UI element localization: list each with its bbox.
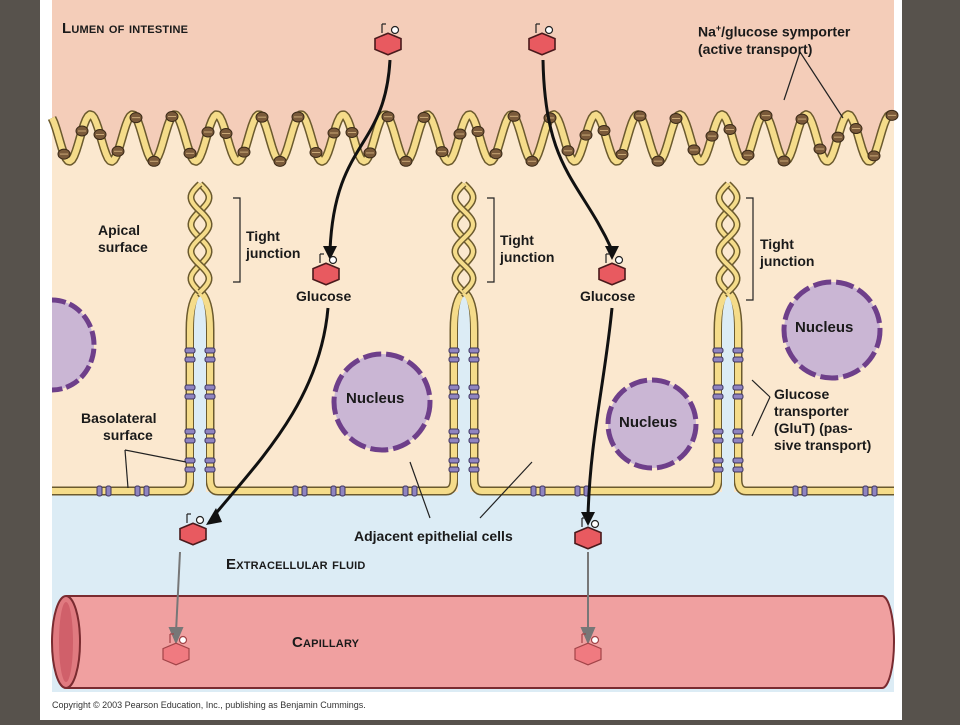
tight-label-2-line2: junction xyxy=(500,249,555,265)
glucose-molecules xyxy=(162,23,626,666)
pathway-arrow-right-top xyxy=(541,59,614,251)
capillary xyxy=(51,595,895,689)
tight-label-3-line2: junction xyxy=(760,253,815,269)
copyright-text: Copyright © 2003 Pearson Education, Inc.… xyxy=(52,700,366,710)
tight-junction-label-1: Tight junction xyxy=(246,228,300,262)
nucleus-label-middle: Nucleus xyxy=(619,414,678,431)
basolateral-surface-label: Basolateral surface xyxy=(81,410,156,444)
capillary-label: Capillary xyxy=(292,634,360,651)
apical-surface-label: Apical surface xyxy=(98,222,148,256)
leader-lines xyxy=(124,51,844,519)
tight-label-1-line1: Tight xyxy=(246,228,280,244)
adjacent-cells-label: Adjacent epithelial cells xyxy=(354,528,513,544)
arrowheads xyxy=(206,246,619,526)
symporter-label: Na+/glucose symporter (active transport) xyxy=(698,20,850,58)
pathway-arrow-right-mid xyxy=(586,307,614,517)
nucleus-label-center: Nucleus xyxy=(346,390,405,407)
basolateral-membrane xyxy=(52,288,894,496)
symporter-label-line1: Na+/glucose symporter xyxy=(698,23,851,40)
glucose-pathway-arrows xyxy=(210,59,614,519)
glut-label-line2: transporter xyxy=(774,403,849,419)
glut-label-line1: Glucose xyxy=(774,386,830,402)
basolateral-label-line2: surface xyxy=(103,427,153,443)
basolateral-label-line1: Basolateral xyxy=(81,410,157,426)
lumen-label: Lumen of intestine xyxy=(62,20,189,37)
tight-junctions xyxy=(187,181,741,295)
symporter-label-line2: (active transport) xyxy=(698,40,813,57)
glucose-label-left: Glucose xyxy=(296,288,352,304)
nucleus-middle xyxy=(605,377,699,471)
nucleus-label-right: Nucleus xyxy=(795,319,854,336)
capillary-arrows xyxy=(168,551,596,645)
glut-label: Glucose transporter (GluT) (pas- sive tr… xyxy=(774,386,871,454)
tight-label-3-line1: Tight xyxy=(760,236,794,252)
nucleus-left-edge xyxy=(51,297,97,393)
apical-label-line1: Apical xyxy=(98,222,141,238)
tight-label-2-line1: Tight xyxy=(500,232,534,248)
na-glucose-symporters xyxy=(57,109,899,167)
glut-label-line4: sive transport) xyxy=(774,437,872,453)
nucleus-center xyxy=(331,351,433,453)
tight-junction-label-3: Tight junction xyxy=(760,236,814,270)
apical-label-line2: surface xyxy=(98,239,148,255)
tight-label-1-line2: junction xyxy=(246,245,301,261)
pathway-arrow-left-top xyxy=(328,59,392,251)
tight-junction-label-2: Tight junction xyxy=(500,232,554,266)
nucleus-right xyxy=(781,279,883,381)
glut-label-line3: (GluT) (pas- xyxy=(774,420,853,436)
extracellular-label: Extracellular fluid xyxy=(226,556,366,573)
glucose-label-right: Glucose xyxy=(580,288,636,304)
pathway-arrow-left-mid xyxy=(210,307,330,519)
